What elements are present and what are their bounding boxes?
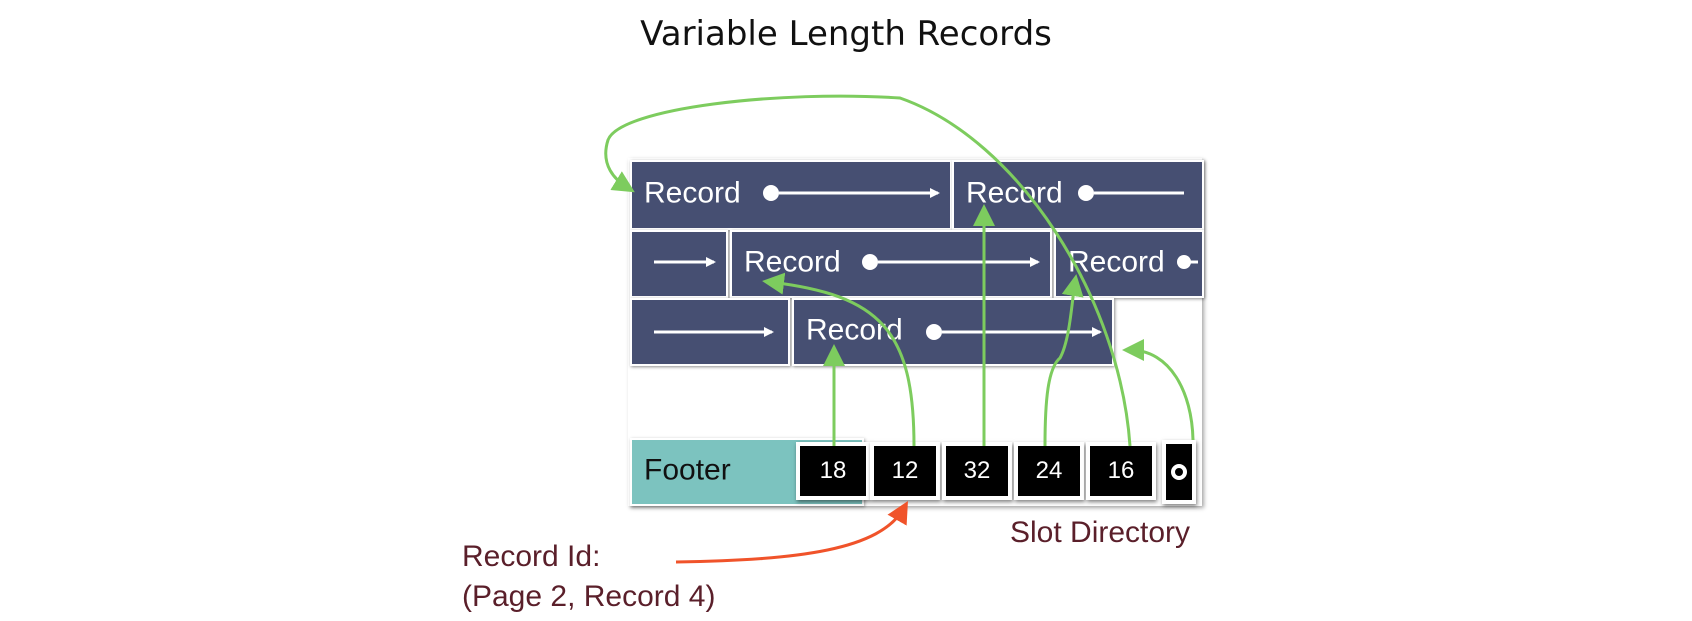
record-block-2: Record: [952, 160, 1204, 230]
record-label-3: Record: [744, 245, 841, 279]
slot-entry-3: 32: [942, 442, 1012, 500]
slot-16-pointer-arrow: [604, 94, 1132, 447]
footer-label: Footer: [644, 453, 731, 487]
record-1-length-arrow: [763, 185, 940, 201]
record-label-4: Record: [1068, 245, 1165, 279]
slot-24-pointer-arrow: [1043, 274, 1084, 447]
record-3-length-arrow: [862, 254, 1040, 270]
record-label-1: Record: [644, 176, 741, 210]
free-space-pointer-arrow: [1122, 339, 1195, 441]
slot-entry-2: 12: [870, 442, 940, 500]
free-space-pointer: [1162, 440, 1196, 504]
record-id-line-2: (Page 2, Record 4): [462, 580, 716, 613]
record-id-arrow: [675, 501, 908, 564]
record-id-line-1: Record Id:: [462, 540, 601, 573]
slot-entry-4: 24: [1014, 442, 1084, 500]
slot-entry-5: 16: [1086, 442, 1156, 500]
diagram-title: Variable Length Records: [640, 14, 1052, 54]
record-2-length-line: [1078, 185, 1184, 201]
pointer-circle-icon: [1171, 464, 1187, 480]
slot-directory-label: Slot Directory: [1010, 516, 1191, 549]
slot-12-pointer-arrow: [762, 272, 916, 447]
record-block-3: Record: [730, 230, 1052, 298]
record-block-1: Record: [630, 160, 952, 230]
record-4-length-line: [1177, 255, 1198, 269]
record-5-length-arrow: [926, 324, 1102, 340]
